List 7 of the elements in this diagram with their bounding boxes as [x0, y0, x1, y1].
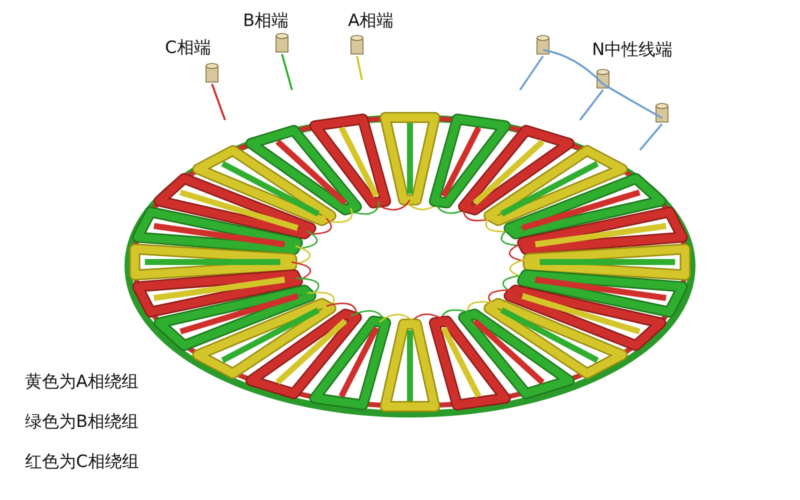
terminal-label: A相端	[348, 11, 394, 31]
terminal-label: B相端	[243, 11, 289, 31]
terminal-label: C相端	[165, 38, 211, 58]
legend-note: 红色为C相绕组	[25, 452, 139, 472]
legend-note: 黄色为A相绕组	[25, 372, 139, 392]
terminal-label: N中性线端	[592, 40, 673, 60]
legend-note: 绿色为B相绕组	[25, 412, 139, 432]
